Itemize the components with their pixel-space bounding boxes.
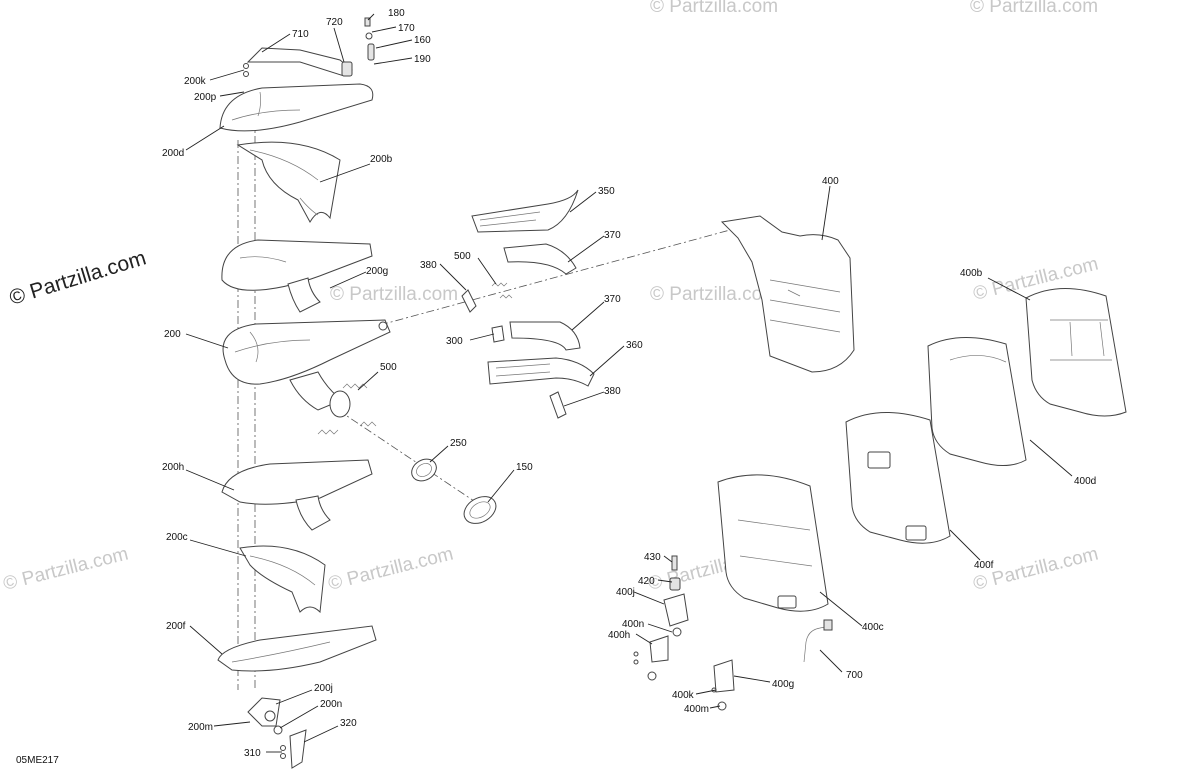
- callout-200g: 200g: [366, 266, 388, 277]
- gasket-250: [411, 458, 437, 482]
- callout-200h: 200h: [162, 462, 184, 473]
- diagram-code: 05ME217: [16, 755, 59, 766]
- watermark-mid-center: © Partzilla.com: [650, 284, 778, 305]
- callout-370-upper: 370: [604, 230, 621, 241]
- callout-170: 170: [398, 23, 415, 34]
- clamp-380-lower: [549, 391, 567, 419]
- clamps-380-300: [461, 282, 513, 343]
- callout-400d: 400d: [1074, 476, 1096, 487]
- watermark-mid-left: © Partzilla.com: [330, 284, 458, 305]
- callout-360: 360: [626, 340, 643, 351]
- callout-400m: 400m: [684, 704, 709, 715]
- callout-200n: 200n: [320, 699, 342, 710]
- callout-200j: 200j: [314, 683, 333, 694]
- callout-720: 720: [326, 17, 343, 28]
- watermark-top-right: © Partzilla.com: [970, 0, 1098, 17]
- callout-310: 310: [244, 748, 261, 759]
- assembly-axes: [237, 120, 731, 690]
- callout-300: 300: [446, 336, 463, 347]
- watermark-low-left2: © Partzilla.com: [326, 544, 455, 595]
- sensor-700: [803, 619, 833, 663]
- callout-190: 190: [414, 54, 431, 65]
- callout-710: 710: [292, 29, 309, 40]
- callout-400f: 400f: [974, 560, 994, 571]
- resonator-400: [720, 215, 855, 373]
- callout-370-lower: 370: [604, 294, 621, 305]
- springs-500-lower: [317, 383, 377, 435]
- callout-250: 250: [450, 438, 467, 449]
- mounts-400-hardware: [633, 555, 735, 711]
- callout-400j: 400j: [616, 587, 635, 598]
- shield-200f: [217, 625, 377, 672]
- callout-200c: 200c: [166, 532, 188, 543]
- callout-400: 400: [822, 176, 839, 187]
- gasket-150: [463, 496, 497, 524]
- watermark-main: © Partzilla.com: [7, 246, 149, 309]
- callout-700: 700: [846, 670, 863, 681]
- leader-lines: [185, 13, 1073, 753]
- callout-200f: 200f: [166, 621, 186, 632]
- muffler-half-200g: [221, 239, 373, 313]
- callout-380-lower: 380: [604, 386, 621, 397]
- callout-200k: 200k: [184, 76, 207, 87]
- callout-400b: 400b: [960, 268, 983, 279]
- callout-400k: 400k: [672, 690, 695, 701]
- callout-400h: 400h: [608, 630, 630, 641]
- shield-200c: [239, 545, 326, 614]
- callout-200m: 200m: [188, 722, 213, 733]
- bracket-710-assembly: [243, 17, 375, 77]
- callout-500-upper: 500: [454, 251, 471, 262]
- callout-400n: 400n: [622, 619, 644, 630]
- watermark-top-center: © Partzilla.com: [650, 0, 778, 17]
- cover-400d: [927, 337, 1027, 466]
- callout-200p: 200p: [194, 92, 217, 103]
- muffler-200: [222, 319, 391, 418]
- callout-150: 150: [516, 462, 533, 473]
- bracket-200j-assembly: [247, 697, 307, 769]
- callout-400g: 400g: [772, 679, 794, 690]
- callout-350: 350: [598, 186, 615, 197]
- sleeve-370-upper: [503, 243, 577, 275]
- pipe-360: [487, 357, 595, 387]
- callout-320: 320: [340, 718, 357, 729]
- callout-200b: 200b: [370, 154, 393, 165]
- pipe-350: [471, 189, 579, 233]
- shield-200h: [221, 459, 373, 531]
- heat-shield-200d: [219, 83, 374, 132]
- callout-200d: 200d: [162, 148, 184, 159]
- watermark-low-left: © Partzilla.com: [1, 544, 130, 595]
- callout-180: 180: [388, 8, 405, 19]
- callout-labels: 180 720 170 710 160 190 200k 200p 200d 2…: [162, 8, 1096, 759]
- callout-160: 160: [414, 35, 431, 46]
- callout-380-upper: 380: [420, 260, 437, 271]
- callout-400c: 400c: [862, 622, 884, 633]
- cover-400f: [845, 412, 951, 544]
- callout-200: 200: [164, 329, 181, 340]
- shield-200b: [236, 141, 341, 224]
- callout-500-lower: 500: [380, 362, 397, 373]
- sleeve-370-lower: [509, 321, 581, 351]
- cover-400b: [1025, 288, 1127, 417]
- callout-420: 420: [638, 576, 655, 587]
- cover-400c: [717, 474, 829, 612]
- callout-430: 430: [644, 552, 661, 563]
